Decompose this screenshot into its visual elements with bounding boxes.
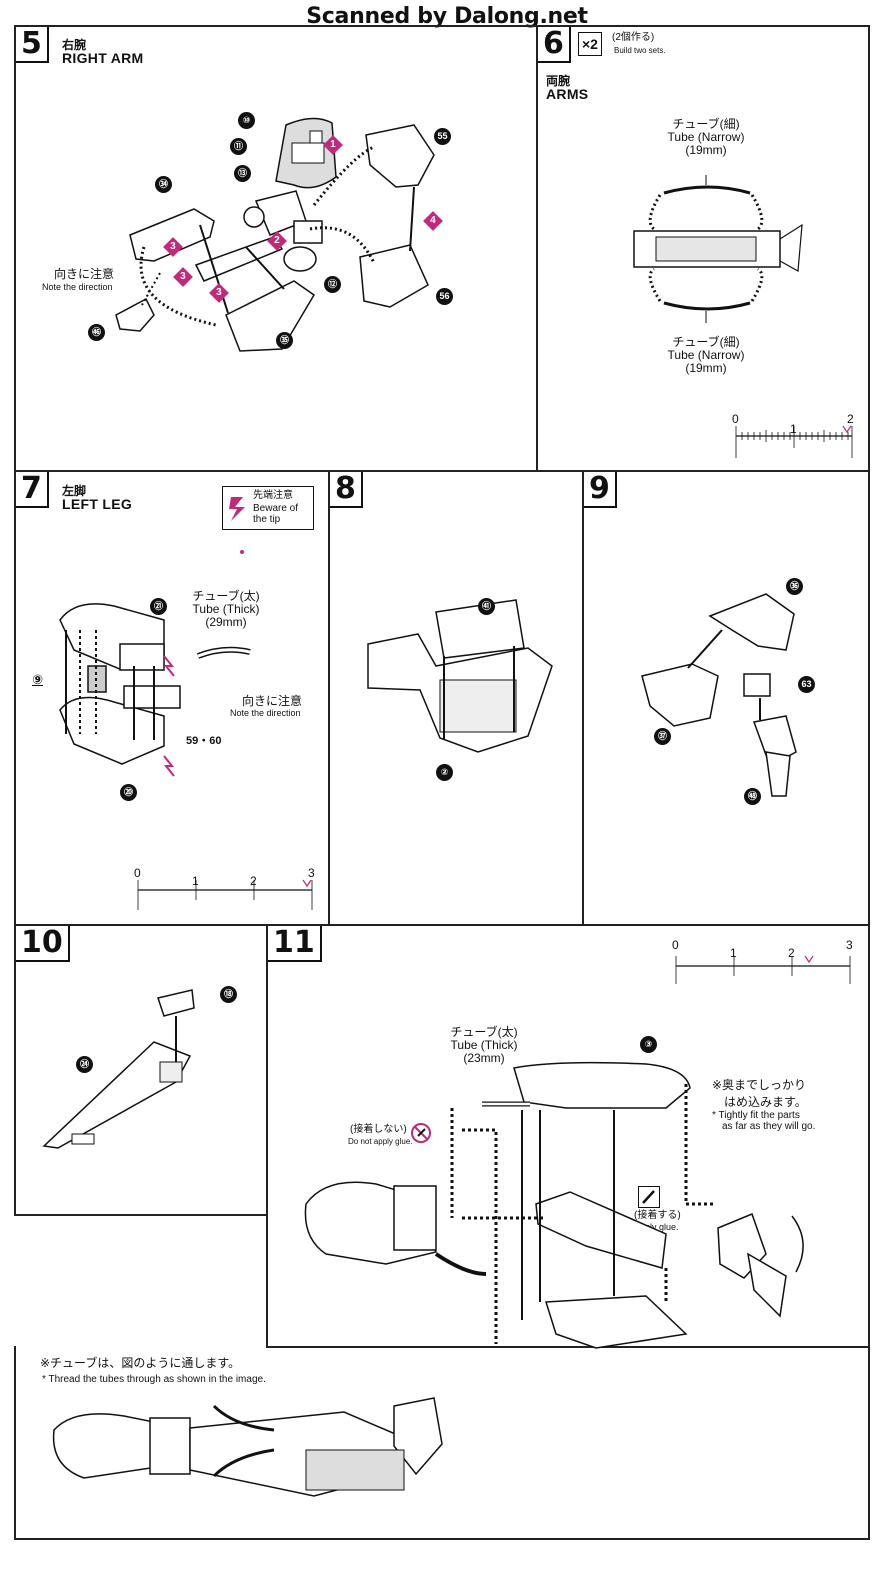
ruler-label-1: 1 (790, 422, 797, 436)
ruler-label-0: 0 (134, 866, 141, 880)
part-number-34: ㉞ (155, 176, 172, 193)
step-9-number: 9 (584, 472, 617, 508)
step-7-diagram (59, 550, 251, 777)
step-10-number: 10 (16, 926, 70, 962)
part-number-36: ㊱ (786, 578, 803, 595)
part-number-10: ⑩ (238, 112, 255, 129)
part-number-13: ⑬ (234, 165, 251, 182)
step-7-title-en: LEFT LEG (62, 496, 133, 512)
step-6-diagram (633, 175, 803, 323)
glue-en: Apply glue. (634, 1222, 679, 1232)
thread-note-jp: ※チューブは、図のように通します。 (40, 1356, 241, 1370)
thread-diagram (52, 1397, 443, 1497)
part-number-41: ㊶ (478, 598, 495, 615)
part-number-48: ㊽ (744, 788, 761, 805)
step-5-title-jp: 右腕 (62, 38, 87, 52)
thread-note-en: * Thread the tubes through as shown in t… (42, 1374, 266, 1385)
step-11-frame (266, 924, 870, 1348)
ruler-label-3: 3 (308, 866, 315, 880)
part-number-18: ⑱ (220, 986, 237, 1003)
part-number-12: ⑫ (324, 276, 341, 293)
part-number-21: ㉑ (150, 598, 167, 615)
warning-box: 先端注意 Beware of the tip (222, 486, 314, 530)
fit-note: ※奥までしっかり はめ込みます。 * Tightly fit the parts… (712, 1078, 816, 1132)
ruler-label-0: 0 (672, 938, 679, 952)
tube-top-label: チューブ(細) Tube (Narrow) (19mm) (667, 117, 745, 157)
warning-en: Beware of the tip (253, 503, 299, 525)
step-6-title-jp: 両腕 (546, 74, 571, 88)
page-header: Scanned by Dalong.net (306, 4, 588, 29)
qty-note-en: Build two sets. (614, 46, 666, 55)
part-number-11: ⑪ (230, 138, 247, 155)
part-number-59-60: 59・60 (186, 735, 222, 747)
part-number-20: ⑳ (120, 784, 137, 801)
ruler-label-2: 2 (250, 874, 257, 888)
part-number-55: 55 (434, 128, 451, 145)
ruler-label-0: 0 (732, 412, 739, 426)
qty-value: ×2 (582, 36, 598, 52)
step-5-title-en: RIGHT ARM (62, 50, 144, 66)
qty-badge: ×2 (578, 32, 602, 56)
no-glue-jp: (接着しない) (350, 1124, 407, 1135)
warning-jp: 先端注意 (253, 490, 293, 501)
step-7-note-en: Note the direction (230, 708, 301, 718)
glue-tube-icon (642, 1190, 655, 1204)
ruler-label-3: 3 (846, 938, 853, 952)
part-number-2: ② (436, 764, 453, 781)
step-10-diagram (42, 989, 195, 1149)
glue-jp: (接着する) (634, 1210, 681, 1221)
step-11-diagram (304, 1061, 804, 1349)
step-7-tube-label: チューブ(太) Tube (Thick) (29mm) (192, 589, 260, 629)
lightning-warning-icon (229, 497, 245, 521)
part-number-56: 56 (436, 288, 453, 305)
thread-frame (14, 1346, 870, 1540)
step-9-diagram (641, 593, 797, 797)
step-7-title-jp: 左脚 (62, 484, 87, 498)
step-6-title-en: ARMS (546, 86, 589, 102)
part-number-46: ㊻ (88, 324, 105, 341)
glue-icon-box (638, 1186, 660, 1208)
step-7-number: 7 (16, 472, 49, 508)
no-glue-icon (411, 1123, 431, 1143)
ruler-graphic (675, 955, 851, 984)
step-7-note-jp: 向きに注意 (242, 694, 303, 708)
step-6-number: 6 (538, 27, 571, 63)
part-number-3: ③ (640, 1036, 657, 1053)
no-glue-en: Do not apply glue. (348, 1137, 413, 1146)
part-number-24: ㉔ (76, 1056, 93, 1073)
step-5-note-jp: 向きに注意 (54, 267, 115, 281)
ruler-graphic (735, 425, 853, 458)
ruler-label-1: 1 (192, 874, 199, 888)
ruler-label-2: 2 (788, 946, 795, 960)
step-5-number: 5 (16, 27, 49, 63)
part-number-37: ㊲ (654, 728, 671, 745)
step-5-note-en: Note the direction (42, 282, 113, 292)
step-8-number: 8 (330, 472, 363, 508)
step-11-tube-label: チューブ(太) Tube (Thick) (23mm) (450, 1025, 518, 1065)
qty-note-jp: (2個作る) (612, 32, 655, 43)
tube-bottom-label: チューブ(細) Tube (Narrow) (19mm) (667, 335, 745, 375)
step-11-number: 11 (268, 926, 322, 962)
part-number-63: 63 (798, 676, 815, 693)
ruler-label-1: 1 (730, 946, 737, 960)
part-number-9: ⑨ (32, 672, 44, 687)
step-5-diagram (115, 117, 435, 352)
ruler-label-2: 2 (847, 412, 854, 426)
part-number-35: ㉟ (276, 332, 293, 349)
ruler-graphic (137, 879, 313, 910)
step-8-diagram (367, 599, 553, 753)
